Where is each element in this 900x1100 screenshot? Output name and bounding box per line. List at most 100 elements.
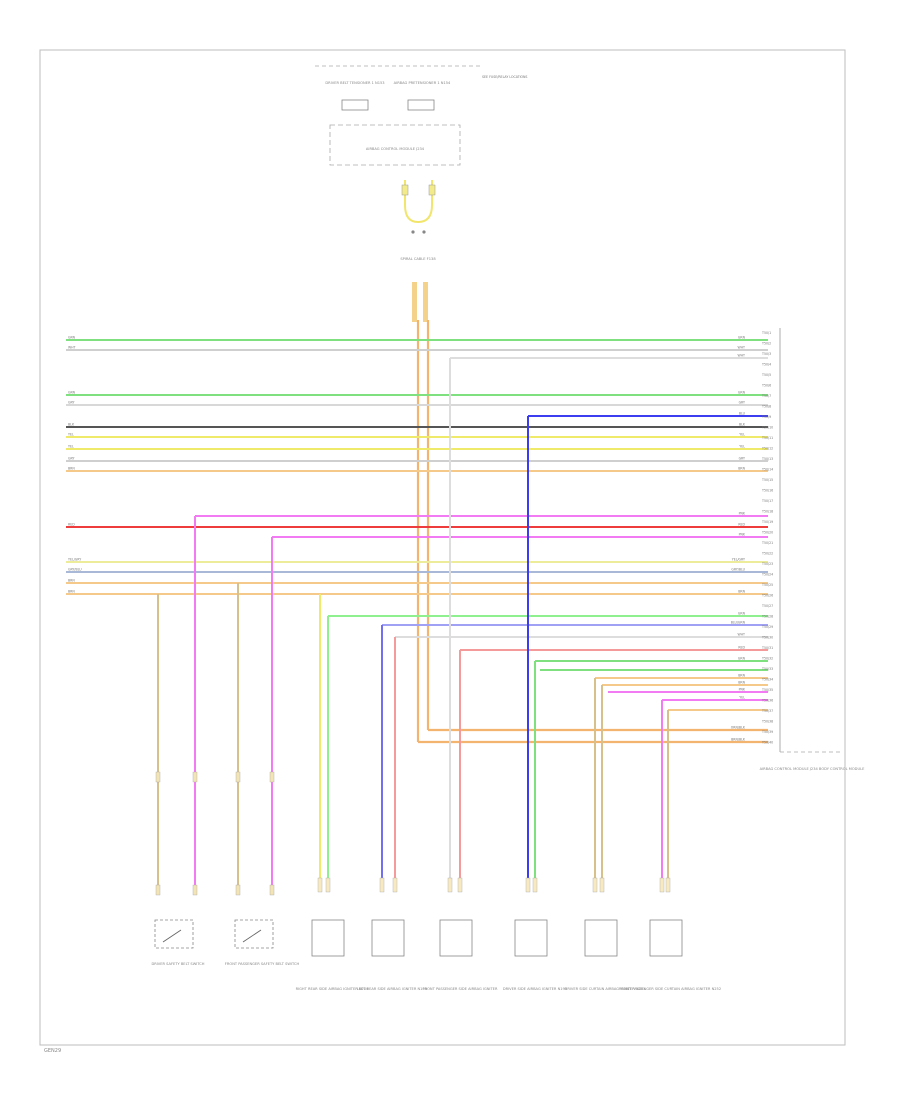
airbag-pretensioner-box — [407, 99, 435, 111]
airbag-module-dashed-box — [329, 124, 461, 166]
drop-connector-10 — [599, 877, 605, 893]
pin-label-19: T50/19 — [761, 520, 773, 524]
belt-switch-contact-2 — [242, 929, 262, 943]
sheet-label: SEE FUSE/RELAY LOCATIONS — [482, 75, 527, 79]
airbag-pretensioner-label: AIRBAG PRETENSIONER 1 N154 — [394, 81, 451, 85]
pin-label-18: T50/18 — [761, 510, 773, 514]
footer-code: GEN29 — [44, 1048, 61, 1054]
wire-label-left-1: GRN — [68, 336, 76, 340]
pin-label-3: T50/3 — [761, 352, 771, 356]
pin-label-36: T50/36 — [761, 699, 773, 703]
wire-label-right-22: GRN — [738, 657, 746, 661]
drop-connector-11 — [659, 877, 665, 893]
pin-label-7: T50/7 — [761, 394, 771, 398]
wire-label-right-13: RED — [738, 523, 745, 527]
wire-label-right-26: YEL — [739, 696, 745, 700]
pin-label-4: T50/4 — [761, 363, 771, 367]
pin-label-27: T50/27 — [761, 604, 773, 608]
igniter-box-5 — [584, 919, 618, 957]
spiral-cable-label: SPIRAL CABLE F138 — [400, 257, 436, 261]
wire-label-right-8: YEL — [739, 433, 745, 437]
wire-label-left-10: RED — [68, 523, 75, 527]
bus-wires — [66, 339, 768, 711]
wire-label-right-24: BRN — [738, 681, 745, 685]
pin-label-6: T50/6 — [761, 384, 771, 388]
pin-label-24: T50/24 — [761, 573, 773, 577]
drop-connector-8 — [532, 877, 538, 893]
wire-label-right-25: PNK — [739, 688, 746, 692]
pin-label-29: T50/29 — [761, 625, 773, 629]
wire-label-right-17: BRN — [738, 590, 745, 594]
pin-label-10: T50/10 — [761, 426, 773, 430]
wire-label-right-12: PNK — [739, 512, 746, 516]
pin-label-26: T50/26 — [761, 594, 773, 598]
clockspring-wire — [404, 180, 433, 224]
drop-wires — [155, 358, 671, 896]
pin-label-28: T50/28 — [761, 615, 773, 619]
wire-label-right-28: BRN/BLK — [731, 738, 746, 742]
airbag-module-label: AIRBAG CONTROL MODULE J234 — [366, 147, 425, 151]
drop-connector-12 — [665, 877, 671, 893]
wire-label-left-9: BRN — [68, 467, 75, 471]
driver-belt-tensioner-label: DRIVER BELT TENSIONER 1 N153 — [325, 81, 384, 85]
wire-label-left-8: GRY — [68, 457, 74, 461]
pin-label-37: T50/37 — [761, 709, 773, 713]
wire-label-right-4: GRN — [738, 391, 746, 395]
drop-connector-3 — [379, 877, 385, 893]
bottom-component-label-6: DRIVER SIDE AIRBAG IGNITER N199 — [503, 987, 568, 991]
wire-label-right-3: WHT — [738, 354, 746, 358]
pin-label-17: T50/17 — [761, 499, 773, 503]
pin-label-12: T50/12 — [761, 447, 773, 451]
wire-label-left-11: YEL/GRY — [68, 558, 81, 562]
wire-label-right-16: GRY/BLU — [731, 568, 745, 572]
drop-connector-5 — [447, 877, 453, 893]
pin-label-16: T50/16 — [761, 489, 773, 493]
wire-labels-right: GRNWHTWHTGRNGRYBLUBLKYELYELGRYBRNPNKREDP… — [731, 336, 746, 742]
diagram-border — [39, 49, 846, 1046]
belt-switch-contact-1 — [162, 929, 182, 943]
pin-label-13: T50/13 — [761, 457, 773, 461]
wire-label-left-6: YEL — [68, 433, 74, 437]
pin-label-20: T50/20 — [761, 531, 773, 535]
drop-connector-upper-1 — [155, 771, 161, 783]
belt-switch-box-2 — [234, 919, 274, 949]
wire-label-left-13: BRN — [68, 579, 75, 583]
pin-label-34: T50/34 — [761, 678, 773, 682]
clockspring-terminal-a — [401, 184, 409, 196]
wire-label-left-7: YEL — [68, 445, 74, 449]
wire-label-right-11: BRN — [738, 467, 745, 471]
wire-labels-left: GRNWHTGRNGRYBLKYELYELGRYBRNREDYEL/GRYGRY… — [68, 336, 82, 594]
pin-label-1: T50/1 — [761, 331, 771, 335]
pin-label-2: T50/2 — [761, 342, 771, 346]
wire-label-right-21: RED — [738, 646, 745, 650]
pin-label-39: T50/39 — [761, 730, 773, 734]
clockspring-terminal-b — [428, 184, 436, 196]
bottom-component-label-7: DRIVER SIDE CURTAIN AIRBAG IGNITER N251 — [565, 987, 646, 991]
pin-label-8: T50/8 — [761, 405, 771, 409]
drop-connector-lower-1 — [155, 884, 161, 896]
wire-label-left-2: WHT — [68, 346, 76, 350]
pin-label-15: T50/15 — [761, 478, 773, 482]
belt-switch-box-1 — [154, 919, 194, 949]
pin-label-31: T50/31 — [761, 646, 773, 650]
wire-label-right-10: GRY — [739, 457, 745, 461]
clockspring-pin-a — [411, 230, 415, 234]
wire-label-left-5: BLK — [68, 423, 75, 427]
pin-labels: T50/1T50/2T50/3T50/4T50/5T50/6T50/7T50/8… — [761, 331, 773, 745]
igniter-box-4 — [514, 919, 548, 957]
bottom-component-label-2: FRONT PASSENGER SAFETY BELT SWITCH — [225, 962, 300, 966]
pin-label-11: T50/11 — [761, 436, 773, 440]
drop-connector-upper-2 — [192, 771, 198, 783]
pin-label-40: T50/40 — [761, 741, 773, 745]
drop-connector-lower-4 — [269, 884, 275, 896]
bottom-component-label-1: DRIVER SAFETY BELT SWITCH — [151, 962, 204, 966]
pin-label-35: T50/35 — [761, 688, 773, 692]
drop-connector-6 — [457, 877, 463, 893]
bottom-component-label-8: FRONT PASSENGER SIDE CURTAIN AIRBAG IGNI… — [619, 987, 721, 991]
spiral-cable-leads — [412, 282, 768, 744]
drop-connector-9 — [592, 877, 598, 893]
wire-label-left-14: BRN — [68, 590, 75, 594]
pin-label-25: T50/25 — [761, 583, 773, 587]
wire-label-right-7: BLK — [739, 423, 746, 427]
